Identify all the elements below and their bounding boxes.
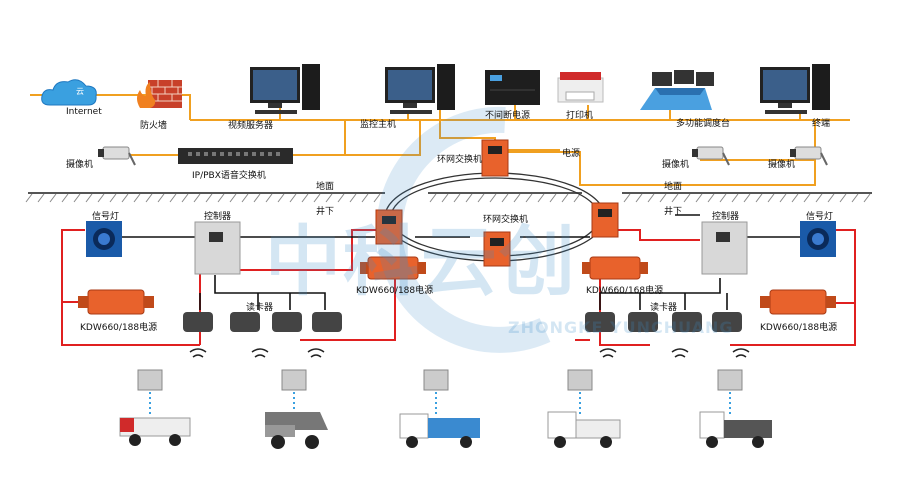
signal-lamp-right-label: 信号灯: [806, 212, 834, 222]
power-kdw-right-label: KDW660/188电源: [760, 323, 838, 333]
ground-lines: [25, 192, 872, 203]
printer-label: 打印机: [566, 111, 594, 121]
ground-left-label: 地面: [316, 182, 335, 192]
mine-vehicle-icon-5: [699, 411, 772, 448]
dispatch-console-label: 多功能调度台: [676, 119, 731, 129]
network-switch-icon: [178, 148, 293, 164]
mine-vehicle-icon-4: [547, 411, 621, 448]
surface-network-lines: [30, 94, 850, 186]
controller-left-box: [194, 221, 241, 275]
terminal-computer-icon: [760, 64, 830, 114]
reader-right-label: 读卡器: [650, 303, 678, 313]
brick-wall-icon: [137, 80, 182, 108]
watermark-logo: [376, 106, 551, 353]
mine-vehicle-icon-2: [265, 412, 328, 449]
power-kdw-mid-left-label: KDW660/188电源: [356, 286, 434, 296]
cloud-label: 云: [76, 87, 84, 96]
monitor-host-label: 监控主机: [360, 120, 397, 130]
wireless-signal-icons: [189, 348, 750, 358]
signal-lamp-left-icon: [86, 221, 122, 257]
camera-left-label: 摄像机: [66, 160, 94, 170]
watermark-cn: 中科云创: [265, 217, 577, 306]
ring-switch-right-box: [591, 202, 619, 238]
kdw-power-mid-left-box: [360, 256, 426, 280]
ring-switch-top-label: 环网交换机: [437, 155, 483, 165]
power-kdw-mid-right-label: KDW660/168电源: [586, 286, 664, 296]
pbx-label: IP/PBX语音交换机: [192, 171, 266, 181]
monitor-host-computer-icon: [385, 64, 455, 114]
printer-icon: [557, 72, 604, 103]
underground-right-label: 井下: [664, 207, 683, 217]
signal-lamp-left-label: 信号灯: [92, 212, 120, 222]
ring-switch-left-box: [375, 209, 403, 245]
power-top-label: 电源: [562, 149, 581, 159]
watermark-en: ZHONGKE YUNCHUANG: [508, 318, 734, 337]
firewall-label: 防火墙: [140, 121, 168, 131]
ring-switch-top-box: [481, 139, 509, 177]
terminal-label: 终端: [812, 119, 831, 129]
cctv-camera-icon-right-1: [692, 146, 730, 166]
cctv-camera-icon-left: [98, 146, 136, 166]
rfid-tags: [137, 369, 743, 415]
data-lines: [122, 214, 800, 310]
camera-right-2-label: 摄像机: [768, 160, 796, 170]
ups-label: 不间断电源: [485, 111, 531, 121]
mine-vehicle-icon-1: [119, 417, 191, 446]
controller-right-label: 控制器: [712, 212, 740, 222]
ring-switch-mid-box: [483, 231, 511, 267]
kdw-power-right-box: [760, 289, 836, 315]
power-kdw-left-label: KDW660/188电源: [80, 323, 158, 333]
cctv-camera-icon-right-2: [790, 146, 828, 166]
reader-left-label: 读卡器: [246, 303, 274, 313]
mine-vehicle-icon-3: [399, 413, 480, 448]
ground-right-label: 地面: [664, 182, 683, 192]
ring-switch-mid-label: 环网交换机: [483, 215, 529, 225]
video-server-computer-icon: [250, 64, 320, 114]
video-server-label: 视频服务器: [228, 121, 274, 131]
cloud-icon: [41, 79, 97, 106]
controller-right-box: [701, 221, 748, 275]
kdw-power-left-box: [78, 289, 154, 315]
signal-lamp-right-icon: [800, 221, 836, 257]
card-readers-right: [585, 312, 742, 332]
internet-label: Internet: [66, 107, 102, 117]
card-readers-left: [183, 312, 342, 332]
ups-icon: [485, 70, 540, 105]
console-icon: [640, 70, 714, 110]
kdw-power-mid-right-box: [582, 256, 648, 280]
underground-left-label: 井下: [316, 207, 335, 217]
camera-right-1-label: 摄像机: [662, 160, 690, 170]
controller-left-label: 控制器: [204, 212, 232, 222]
